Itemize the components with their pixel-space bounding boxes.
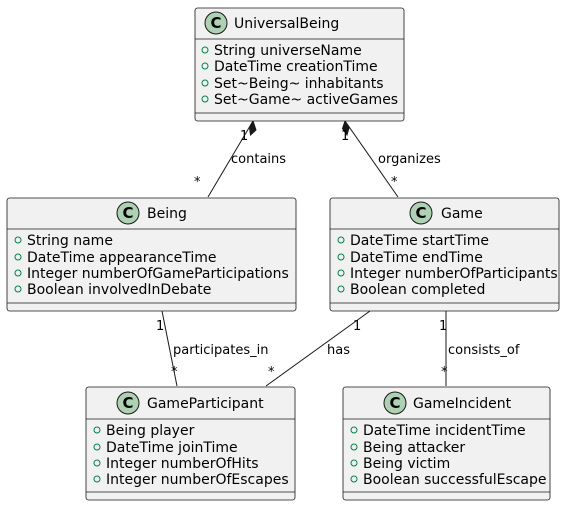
contains-line — [207, 120, 254, 198]
participates-in-label: participates_in — [173, 343, 268, 358]
class-box — [342, 386, 551, 501]
attribute: Boolean completed — [350, 282, 485, 298]
public-icon — [201, 46, 209, 54]
participates-in-mult-from: 1 — [156, 319, 164, 334]
class-icon-letter: C — [389, 394, 400, 412]
attribute: DateTime appearanceTime — [27, 250, 217, 266]
public-icon — [201, 95, 209, 103]
public-icon — [93, 475, 101, 483]
participates-in-line — [161, 310, 178, 387]
edge-contains: 1 contains * — [194, 119, 286, 198]
class-box — [194, 7, 405, 122]
attribute: String universeName — [214, 43, 362, 59]
public-icon — [93, 426, 101, 434]
public-icon — [337, 253, 345, 261]
attribute: Boolean successfulEscape — [363, 472, 547, 488]
attribute: DateTime creationTime — [214, 59, 378, 75]
edge-consists-of: 1 consists_of * — [439, 311, 520, 386]
has-label: has — [327, 343, 350, 358]
class-game[interactable]: C Game DateTime startTime DateTime endTi… — [329, 197, 560, 312]
attribute: String name — [27, 233, 113, 249]
class-icon — [204, 11, 228, 35]
public-icon — [201, 62, 209, 70]
public-icon — [350, 475, 358, 483]
class-icon — [116, 391, 140, 415]
class-box — [329, 197, 560, 312]
organizes-mult-from: 1 — [341, 129, 349, 144]
class-name: Being — [147, 206, 187, 222]
class-icon — [383, 391, 407, 415]
class-name: Game — [441, 206, 483, 222]
composition-diamond-organizes — [341, 119, 350, 137]
attribute: Integer numberOfHits — [106, 456, 259, 472]
class-game-incident[interactable]: C GameIncident DateTime incidentTime Bei… — [342, 386, 551, 501]
attribute: Set~Being~ inhabitants — [214, 76, 383, 92]
class-box — [85, 386, 296, 501]
edge-participates-in: 1 participates_in * — [156, 310, 268, 387]
class-name: GameParticipant — [147, 396, 264, 412]
public-icon — [93, 443, 101, 451]
class-game-participant[interactable]: C GameParticipant Being player DateTime … — [85, 386, 296, 501]
contains-label: contains — [231, 152, 286, 167]
consists-of-mult-from: 1 — [439, 319, 447, 334]
public-icon — [201, 79, 209, 87]
public-icon — [350, 426, 358, 434]
class-box — [6, 197, 297, 312]
attribute: Set~Game~ activeGames — [214, 92, 398, 108]
class-icon-letter: C — [210, 14, 221, 32]
organizes-label: organizes — [378, 152, 441, 167]
organizes-mult-to: * — [391, 175, 398, 190]
attribute: DateTime startTime — [350, 233, 489, 249]
attribute: DateTime incidentTime — [363, 423, 526, 439]
class-name: UniversalBeing — [234, 16, 339, 32]
attribute: Integer numberOfGameParticipations — [27, 266, 289, 282]
public-icon — [14, 236, 22, 244]
class-icon — [116, 201, 140, 225]
composition-diamond-contains — [248, 119, 257, 137]
participates-in-mult-to: * — [171, 365, 178, 380]
class-icon-letter: C — [122, 204, 133, 222]
attribute: Boolean involvedInDebate — [27, 282, 211, 298]
class-name: GameIncident — [413, 396, 512, 412]
attribute: Integer numberOfParticipants — [350, 266, 558, 282]
contains-mult-from: 1 — [240, 129, 248, 144]
public-icon — [350, 443, 358, 451]
attribute: Being player — [106, 423, 195, 439]
public-icon — [337, 236, 345, 244]
edge-has: 1 has * — [265, 310, 371, 387]
class-icon — [409, 201, 433, 225]
class-universal-being[interactable]: C UniversalBeing String universeName Dat… — [194, 7, 405, 122]
attribute: Being victim — [363, 456, 450, 472]
public-icon — [14, 285, 22, 293]
public-icon — [350, 459, 358, 467]
public-icon — [14, 253, 22, 261]
has-mult-from: 1 — [353, 319, 361, 334]
attribute: DateTime joinTime — [106, 440, 238, 456]
consists-of-label: consists_of — [448, 343, 520, 358]
attribute: Integer numberOfEscapes — [106, 472, 289, 488]
organizes-line — [344, 120, 399, 198]
contains-mult-to: * — [194, 175, 201, 190]
consists-of-mult-to: * — [441, 365, 448, 380]
has-line — [265, 310, 371, 387]
class-icon-letter: C — [415, 204, 426, 222]
public-icon — [337, 285, 345, 293]
attribute: DateTime endTime — [350, 250, 483, 266]
public-icon — [14, 269, 22, 277]
public-icon — [93, 459, 101, 467]
class-being[interactable]: C Being String name DateTime appearanceT… — [6, 197, 297, 312]
public-icon — [337, 269, 345, 277]
has-mult-to: * — [268, 365, 275, 380]
attribute: Being attacker — [363, 440, 465, 456]
edge-organizes: 1 organizes * — [341, 119, 441, 198]
class-icon-letter: C — [122, 394, 133, 412]
